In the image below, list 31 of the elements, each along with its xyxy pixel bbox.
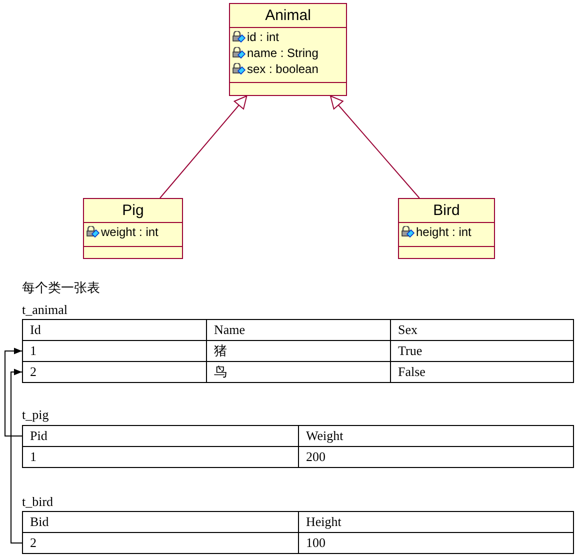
class-box: [229, 3, 347, 96]
inheritance-arrow: [160, 96, 248, 198]
attribute-text: weight : int: [101, 225, 158, 239]
attribute-text: name : String: [247, 46, 318, 60]
table-cell: 2: [22, 361, 207, 383]
class-name: Animal: [265, 7, 311, 24]
table-cell: 200: [298, 446, 574, 468]
class-box: [83, 198, 183, 259]
table-cell: 2: [22, 532, 299, 554]
table-cell: False: [390, 361, 574, 383]
heading-text: 每个类一张表: [22, 280, 100, 296]
table-cell: Height: [298, 511, 574, 533]
table-title: t_animal: [22, 302, 68, 318]
table-cell: Pid: [22, 425, 299, 447]
table-cell: Weight: [298, 425, 574, 447]
class-name: Bird: [433, 202, 460, 219]
inheritance-arrow: [330, 96, 420, 198]
arrow: [10, 368, 22, 544]
attribute-text: height : int: [416, 225, 472, 239]
table-cell: Id: [22, 319, 207, 341]
table-cell: 100: [298, 532, 574, 554]
table-cell: 1: [22, 446, 299, 468]
arrow: [4, 348, 22, 436]
table-cell: Sex: [390, 319, 574, 341]
attribute-text: sex : boolean: [247, 62, 318, 76]
table-cell: Bid: [22, 511, 299, 533]
class-box: [398, 198, 495, 259]
attribute-text: id : int: [247, 30, 280, 44]
table-title: t_pig: [22, 407, 49, 423]
table-title: t_bird: [22, 494, 54, 510]
class-name: Pig: [122, 202, 144, 219]
